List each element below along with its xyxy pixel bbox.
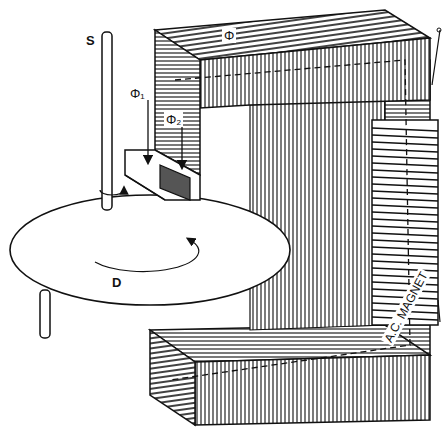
flux-label: Φ xyxy=(222,28,236,43)
terminal xyxy=(437,28,441,32)
lead-wire xyxy=(438,300,440,322)
pole-face xyxy=(125,150,200,200)
flux-label: Φ₂ xyxy=(164,112,183,127)
spindle-label: S xyxy=(86,34,95,47)
flux-arrow xyxy=(147,100,148,160)
disc-label: D xyxy=(112,276,121,289)
flux-label: Φ₁ xyxy=(128,86,147,101)
lead-wire xyxy=(432,30,440,85)
shading-band xyxy=(160,165,190,200)
spindle xyxy=(102,32,112,210)
disc xyxy=(10,195,290,305)
spindle xyxy=(40,290,50,338)
core-bottom-front xyxy=(195,355,430,425)
core-top-front xyxy=(200,38,430,108)
eddy-path xyxy=(95,240,199,271)
flux-path xyxy=(170,60,410,380)
core-window xyxy=(250,100,385,330)
